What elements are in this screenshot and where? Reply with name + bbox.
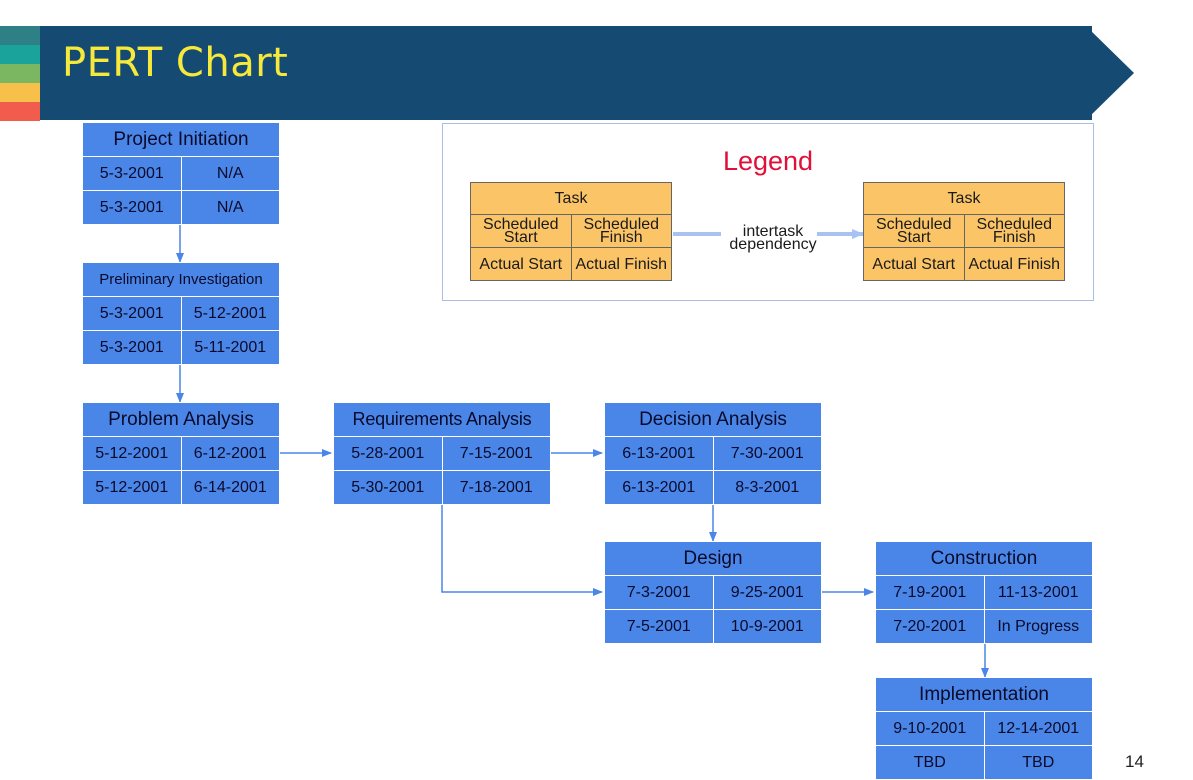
legend-title: Legend (722, 146, 814, 176)
actual-start: 7-20-2001 (875, 609, 985, 644)
scheduled-start: 5-3-2001 (82, 296, 182, 331)
stripe-green (0, 64, 40, 83)
legend-actual-start: Actual Start (470, 247, 572, 281)
scheduled-start: 5-3-2001 (82, 156, 182, 191)
scheduled-start: 7-3-2001 (604, 575, 714, 610)
actual-start: 7-5-2001 (604, 609, 714, 644)
actual-start: 6-13-2001 (604, 470, 714, 505)
actual-finish: 8-3-2001 (712, 470, 822, 505)
scheduled-finish: 7-30-2001 (712, 436, 822, 471)
actual-start: 5-30-2001 (333, 470, 443, 505)
legend-actual-finish: Actual Finish (963, 247, 1065, 281)
actual-start: 5-12-2001 (82, 470, 182, 505)
header-banner (40, 26, 1092, 120)
legend-task-label: Task (470, 182, 672, 215)
actual-finish: 10-9-2001 (712, 609, 822, 644)
task-name: Preliminary Investigation (82, 262, 280, 297)
actual-finish: 6-14-2001 (180, 470, 280, 505)
legend-scheduled-finish: Scheduled Finish (963, 214, 1065, 248)
actual-start: TBD (875, 745, 985, 780)
legend-actual-start: Actual Start (863, 247, 965, 281)
actual-start: 5-3-2001 (82, 330, 182, 365)
task-name: Implementation (875, 677, 1093, 712)
legend-scheduled-start: Scheduled Start (863, 214, 965, 248)
scheduled-start: 6-13-2001 (604, 436, 714, 471)
task-name: Project Initiation (82, 122, 280, 157)
task-name: Construction (875, 541, 1093, 576)
scheduled-finish: 11-13-2001 (983, 575, 1093, 610)
header-stripes (0, 26, 40, 121)
actual-finish: 5-11-2001 (180, 330, 280, 365)
scheduled-finish: 9-25-2001 (712, 575, 822, 610)
legend-dependency-arrow (673, 229, 864, 239)
scheduled-finish: 7-15-2001 (441, 436, 551, 471)
scheduled-start: 5-12-2001 (82, 436, 182, 471)
actual-start: 5-3-2001 (82, 190, 182, 225)
header-banner-arrow (1086, 26, 1134, 120)
scheduled-finish: 5-12-2001 (180, 296, 280, 331)
actual-finish: N/A (180, 190, 280, 225)
legend-task-label: Task (863, 182, 1065, 215)
scheduled-start: 9-10-2001 (875, 711, 985, 746)
arrow-requirements-to-design (441, 505, 603, 596)
legend-actual-finish: Actual Finish (570, 247, 672, 281)
slide-title: PERT Chart (62, 40, 289, 86)
actual-finish: TBD (983, 745, 1093, 780)
stripe-yellow (0, 83, 40, 102)
task-name: Requirements Analysis (333, 402, 551, 437)
task-name: Problem Analysis (82, 402, 280, 437)
stripe-red (0, 102, 40, 121)
task-name: Design (604, 541, 822, 576)
scheduled-finish: 6-12-2001 (180, 436, 280, 471)
actual-finish: In Progress (983, 609, 1093, 644)
page-number: 14 (1125, 752, 1144, 771)
scheduled-start: 5-28-2001 (333, 436, 443, 471)
task-name: Decision Analysis (604, 402, 822, 437)
stripe-teal (0, 26, 40, 45)
scheduled-finish: 12-14-2001 (983, 711, 1093, 746)
legend-scheduled-start: Scheduled Start (470, 214, 572, 248)
actual-finish: 7-18-2001 (441, 470, 551, 505)
scheduled-finish: N/A (180, 156, 280, 191)
scheduled-start: 7-19-2001 (875, 575, 985, 610)
legend-scheduled-finish: Scheduled Finish (570, 214, 672, 248)
stripe-green-teal (0, 45, 40, 64)
legend-dependency-label: intertask dependency (729, 223, 817, 253)
